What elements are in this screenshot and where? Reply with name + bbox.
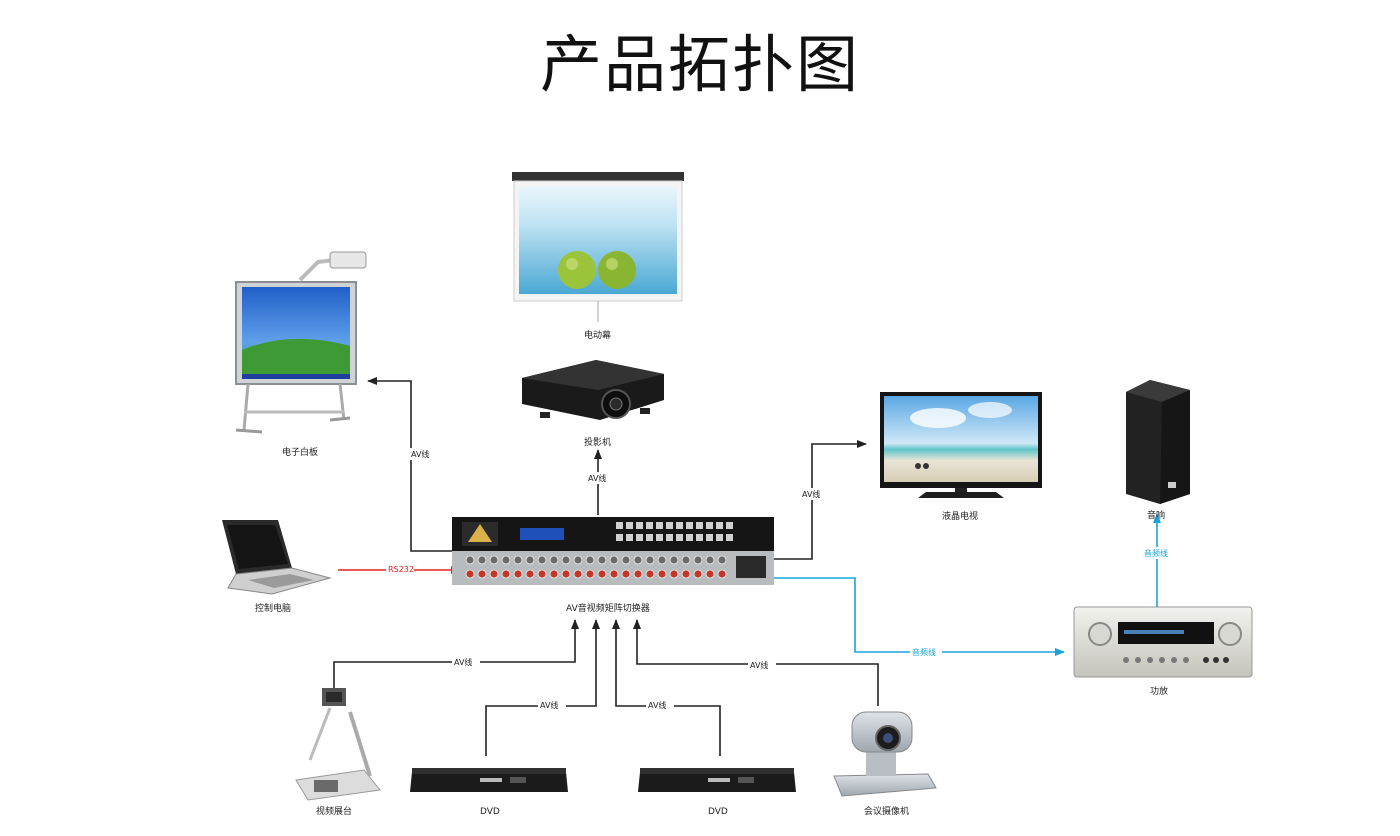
node-speaker: 音响 [1126, 380, 1190, 521]
node-label: AV音视频矩阵切换器 [566, 602, 650, 614]
node-dvd2: DVD [638, 768, 796, 817]
edge-label: AV线 [750, 660, 768, 670]
node-whiteboard: 电子白板 [235, 251, 367, 458]
edge-amplifier-speaker: 音频线 [1143, 513, 1173, 607]
whiteboard-icon [235, 251, 367, 434]
edge-label: 音频线 [1144, 548, 1168, 558]
amplifier-icon [1073, 606, 1253, 678]
edge-visualizer-matrix: AV线 [333, 619, 579, 690]
node-label: DVD [708, 807, 728, 817]
edge-camera-matrix: AV线 [633, 619, 879, 706]
edge-matrix-amplifier: 音频线 [773, 577, 1065, 658]
ptz-camera-icon [833, 711, 937, 797]
node-label: 控制电脑 [255, 602, 291, 614]
node-label: 投影机 [584, 436, 611, 448]
edge-label: AV线 [540, 700, 558, 710]
node-amplifier: 功放 [1073, 606, 1253, 697]
node-screen: 电动幕 [512, 172, 684, 341]
node-label: 功放 [1150, 685, 1168, 697]
dvd-player-icon [410, 768, 568, 792]
edge-label: RS232 [388, 565, 414, 574]
edge-label: AV线 [588, 473, 606, 483]
node-dvd1: DVD [410, 768, 568, 817]
node-visualizer: 视频展台 [295, 688, 381, 817]
node-projector: 投影机 [522, 360, 664, 448]
dvd-player-icon [638, 768, 796, 792]
node-matrix: AV音视频矩阵切换器 [452, 517, 774, 614]
node-label: 液晶电视 [942, 510, 978, 522]
tv-icon [880, 392, 1042, 498]
node-camera: 会议摄像机 [833, 711, 937, 817]
edge-dvd1-matrix: AV线 [485, 619, 600, 756]
document-camera-icon [295, 688, 381, 801]
edge-laptop-matrix: RS232 [338, 563, 461, 575]
edge-label: AV线 [648, 700, 666, 710]
speaker-icon [1126, 380, 1190, 504]
edge-dvd2-matrix: AV线 [612, 619, 721, 756]
edge-matrix-projector: AV线 [586, 449, 612, 515]
projector-icon [522, 360, 664, 420]
node-label: 电动幕 [584, 329, 611, 341]
node-laptop: 控制电脑 [222, 520, 332, 614]
edge-label: AV线 [411, 449, 429, 459]
matrix-switcher-icon [452, 517, 774, 585]
node-label: DVD [480, 807, 500, 817]
node-tv: 液晶电视 [880, 392, 1042, 522]
node-label: 会议摄像机 [864, 805, 909, 817]
edge-label: 音频线 [912, 647, 936, 657]
page-title: 产品拓扑图 [539, 28, 860, 101]
laptop-icon [222, 520, 332, 595]
node-label: 视频展台 [316, 805, 352, 817]
edge-label: AV线 [454, 657, 472, 667]
edge-label: AV线 [802, 489, 820, 499]
node-label: 电子白板 [282, 446, 318, 458]
projection-screen-icon [512, 172, 684, 322]
edge-matrix-tv: AV线 [773, 440, 867, 560]
node-label: 音响 [1147, 509, 1165, 521]
edge-matrix-whiteboard: AV线 [367, 377, 452, 552]
